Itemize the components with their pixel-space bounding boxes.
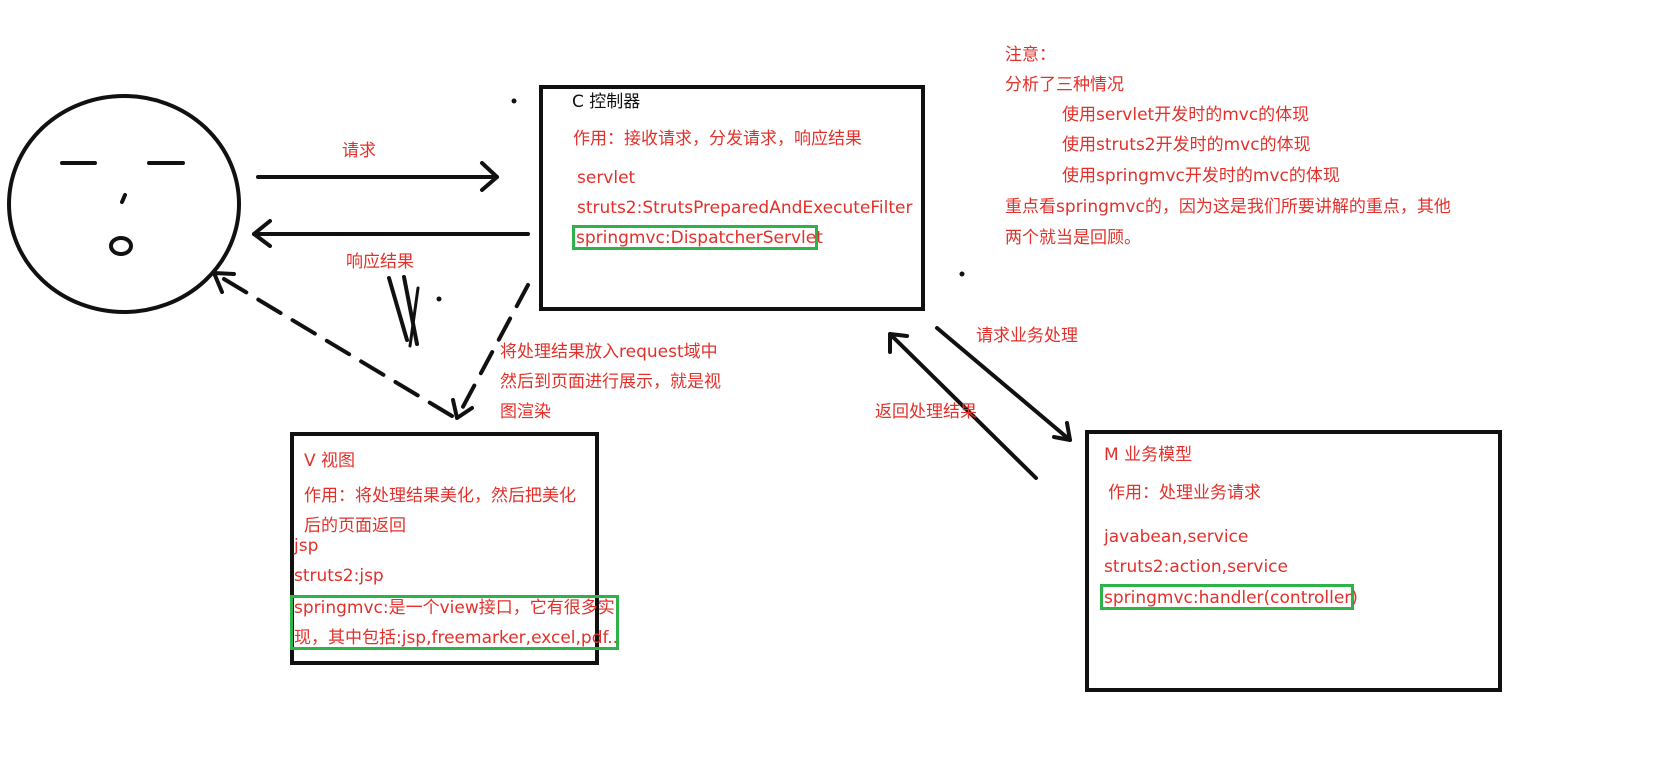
business-request-arrow [935,326,1072,442]
business-request-label: 请求业务处理 [976,326,1078,346]
request-arrow [256,161,499,192]
controller-box [539,85,925,311]
model-title: M 业务模型 [1104,445,1193,465]
business-return-label: 返回处理结果 [875,402,977,422]
render-label-line: 将处理结果放入request域中 [500,342,718,362]
response-down-arrow [387,275,420,348]
notes-line: 两个就当是回顾。 [1005,228,1141,248]
model-role: 作用：处理业务请求 [1108,483,1261,503]
business-return-arrow [888,332,1038,480]
model-item: javabean,service [1104,527,1249,547]
user-face-icon [7,94,241,314]
controller-highlight [572,225,818,250]
view-item-springmvc: springmvc:是一个view接口，它有很多实 [294,598,615,618]
view-title: V 视图 [304,451,356,471]
view-item: struts2:jsp [294,566,384,586]
render-label-line: 图渲染 [500,402,551,422]
notes-line: 分析了三种情况 [1005,75,1124,95]
notes-line: 使用springmvc开发时的mvc的体现 [1062,166,1340,186]
view-item: jsp [294,536,319,556]
notes-line: 重点看springmvc的，因为这是我们所要讲解的重点，其他 [1005,197,1451,217]
model-highlight [1100,584,1354,610]
view-to-user-dashed-arrow [212,271,454,418]
view-highlight [290,595,619,650]
controller-item: struts2:StrutsPreparedAndExecuteFilter [577,198,913,218]
stray-dot [436,296,442,302]
controller-title: C 控制器 [572,92,641,112]
response-label: 响应结果 [346,252,414,272]
view-item-springmvc: 现，其中包括:jsp,freemarker,excel,pdf.. [294,628,619,648]
notes-line: 注意： [1005,45,1056,65]
render-dashed-arrow [451,283,530,420]
stray-dot [959,271,965,277]
notes-line: 使用servlet开发时的mvc的体现 [1062,105,1310,125]
render-label-line: 然后到页面进行展示，就是视 [500,372,721,392]
model-item: struts2:action,service [1104,557,1288,577]
controller-item: servlet [577,168,636,188]
model-item-springmvc: springmvc:handler(controller) [1104,588,1358,608]
notes-line: 使用struts2开发时的mvc的体现 [1062,135,1311,155]
view-role-line: 后的页面返回 [304,516,406,536]
stray-dot [511,98,517,104]
controller-role: 作用：接收请求，分发请求，响应结果 [573,129,862,149]
view-box [290,432,599,665]
view-role-line: 作用：将处理结果美化，然后把美化 [304,486,576,506]
controller-item-springmvc: springmvc:DispatcherServlet [576,228,823,248]
response-arrow [252,219,530,248]
request-label: 请求 [342,141,376,161]
model-box [1085,430,1502,692]
